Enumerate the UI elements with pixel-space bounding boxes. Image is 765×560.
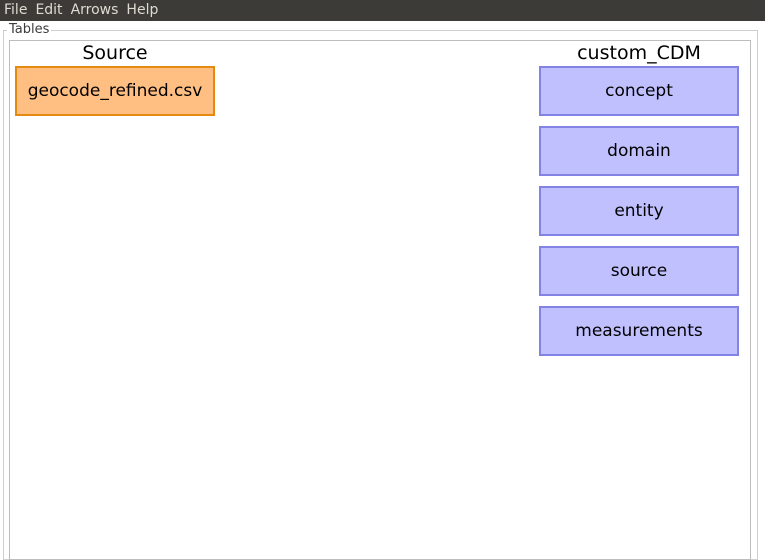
target-table-domain[interactable]: domain [539, 126, 739, 176]
menu-arrows[interactable]: Arrows [70, 2, 119, 18]
menu-bar: File Edit Arrows Help [0, 0, 765, 21]
source-heading: Source [82, 42, 148, 64]
menu-edit[interactable]: Edit [35, 2, 63, 18]
target-table-measurements[interactable]: measurements [539, 306, 739, 356]
target-table-source[interactable]: source [539, 246, 739, 296]
target-heading: custom_CDM [577, 42, 701, 64]
right-edge [758, 40, 765, 553]
menu-file[interactable]: File [4, 2, 28, 18]
target-table-label: domain [607, 141, 671, 161]
target-table-concept[interactable]: concept [539, 66, 739, 116]
source-table-geocode-refined[interactable]: geocode_refined.csv [15, 66, 215, 116]
tables-group-label: Tables [7, 21, 52, 38]
target-table-label: concept [605, 81, 673, 101]
mapping-canvas[interactable] [9, 40, 751, 560]
target-table-label: entity [614, 201, 664, 221]
target-table-entity[interactable]: entity [539, 186, 739, 236]
source-table-label: geocode_refined.csv [27, 81, 203, 101]
target-table-label: source [610, 261, 668, 281]
target-table-label: measurements [575, 321, 703, 341]
menu-help[interactable]: Help [126, 2, 159, 18]
